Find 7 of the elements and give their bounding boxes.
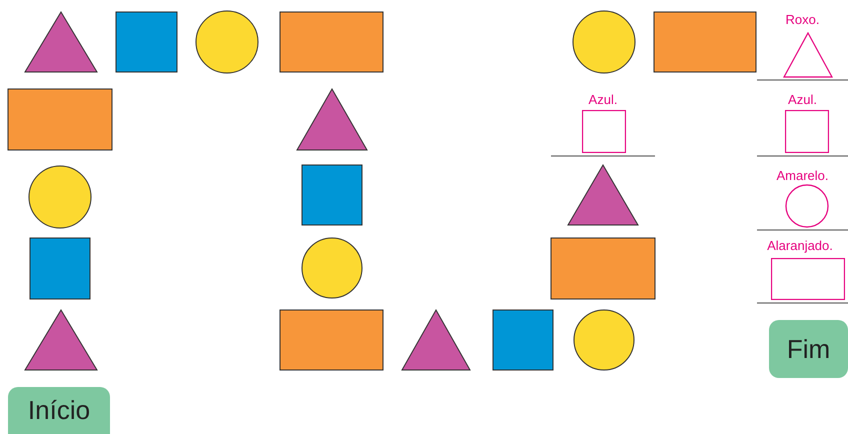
- label-button: Fim: [769, 320, 848, 378]
- label-button: Início: [8, 387, 110, 434]
- color-label: Roxo.: [784, 12, 820, 27]
- color-label: Azul.: [588, 92, 618, 107]
- color-label: Azul.: [787, 92, 818, 107]
- color-label: Amarelo.: [775, 168, 830, 183]
- color-label: Alaranjado.: [766, 238, 834, 253]
